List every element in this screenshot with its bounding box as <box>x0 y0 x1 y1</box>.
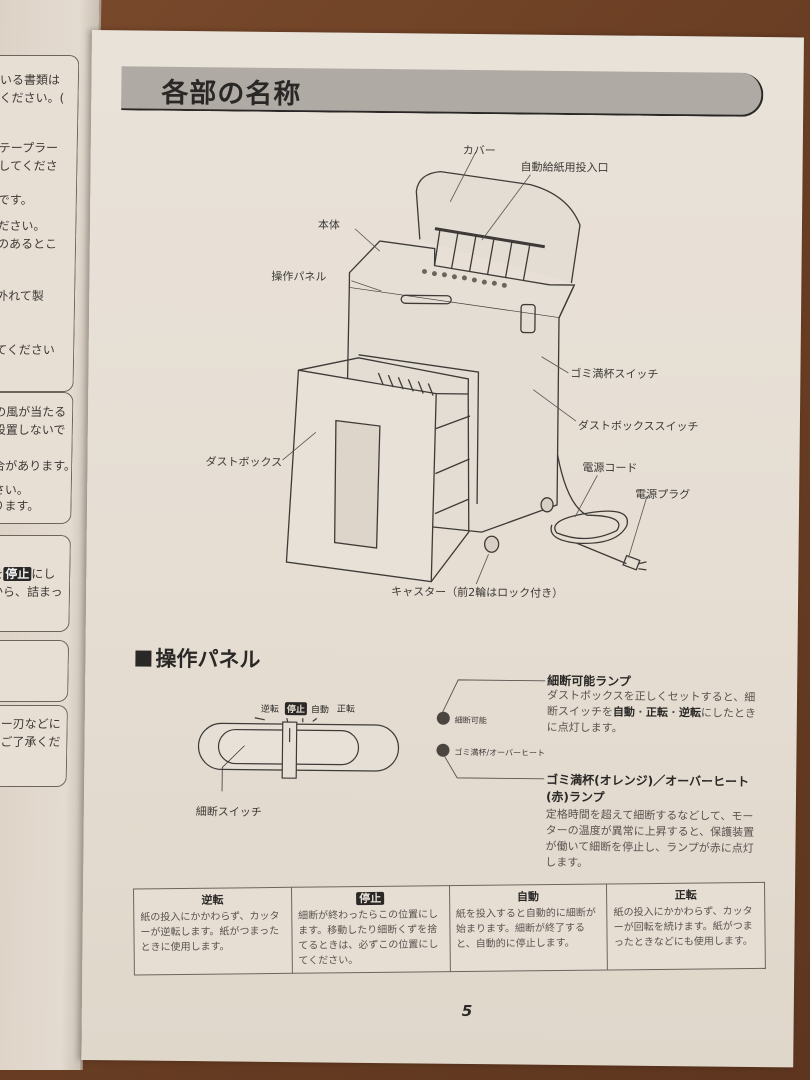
mode-body: 紙を投入すると自動的に細断が始まります。細断が終了すると、自動的に停止します。 <box>455 907 596 951</box>
label-shred-switch: 細断スイッチ <box>195 805 262 819</box>
label-casters: キャスター（前2輪はロック付き） <box>391 585 564 600</box>
label-bin-full-switch: ゴミ満杯スイッチ <box>570 367 659 381</box>
left-fragment: 外れて製 <box>0 289 44 303</box>
lamp-description-bin-full-overheat: 定格時間を超えて細断するなどして、モーターの温度が異常に上昇すると、保護装置が働… <box>545 807 755 870</box>
bin-full-overheat-lamp-icon <box>436 743 450 757</box>
left-fragment: から、詰まっ <box>0 585 63 599</box>
manual-page: 各部の名称 <box>81 30 804 1068</box>
left-fragment: を停止にし <box>0 567 56 581</box>
left-fragment: 設置しないで <box>0 423 66 437</box>
lamp-label-bin-full-overheat: ゴミ満杯/オーバーヒート <box>454 747 546 758</box>
left-fragment: いる書類は <box>0 73 61 87</box>
mode-cell-auto: 自動 紙を投入すると自動的に細断が始まります。細断が終了すると、自動的に停止しま… <box>449 884 608 972</box>
label-power-cord: 電源コード <box>582 461 638 475</box>
left-fragment: てください <box>0 343 55 357</box>
left-fragment: さい。 <box>0 483 29 497</box>
label-power-plug: 電源プラグ <box>635 487 691 502</box>
left-fragment: ください。( <box>0 91 65 105</box>
label-cover: カバー <box>462 143 496 158</box>
shred-ready-lamp-icon <box>436 711 450 725</box>
label-dust-box-switch: ダストボックススイッチ <box>577 419 699 434</box>
label-dust-box: ダストボックス <box>205 455 283 470</box>
lamp-description-shred-ready: ダストボックスを正しくセットすると、細断スイッチを自動・正転・逆転にしたときに点… <box>546 688 756 735</box>
mode-body: 紙の投入にかかわらず、カッターが逆転します。紙がつまったときに使用します。 <box>140 910 280 954</box>
label-control-panel: 操作パネル <box>271 269 327 284</box>
left-fragment: してくださ <box>0 159 58 173</box>
shredder-diagram <box>282 151 648 585</box>
shred-switch-diagram <box>197 717 400 792</box>
left-fragment: のあるとこ <box>0 237 58 251</box>
left-fragment: 合があります。 <box>0 459 77 473</box>
lamp-title-bin-full-overheat: ゴミ満杯(オレンジ)／オーバーヒート(赤)ランプ <box>545 772 750 805</box>
mode-cell-stop: 停止 細断が終わったらこの位置にします。移動したり細断くずを捨てるときは、必ずこ… <box>291 885 450 974</box>
square-bullet-icon <box>135 650 152 667</box>
label-body: 本体 <box>317 218 341 232</box>
label-auto-feed-slot: 自動給紙用投入口 <box>520 160 609 175</box>
table-row: 逆転 紙の投入にかかわらず、カッターが逆転します。紙がつまったときに使用します。… <box>133 882 766 975</box>
stop-tag: 停止 <box>3 567 32 581</box>
left-fragment: です。 <box>0 193 33 207</box>
left-fragment: ります。 <box>0 499 40 513</box>
mode-body: 細断が終わったらこの位置にします。移動したり細断くずを捨てるときは、必ずこの位置… <box>298 909 439 967</box>
mode-heading: 正転 <box>674 888 697 902</box>
switch-modes-table: 逆転 紙の投入にかかわらず、カッターが逆転します。紙がつまったときに使用します。… <box>133 881 766 976</box>
lamp-label-shred-ready: 細断可能 <box>454 715 487 726</box>
mode-cell-forward: 正転 紙の投入にかかわらず、カッターが回転を続けます。紙がつまったときなどにも使… <box>606 882 766 971</box>
left-notice-box <box>0 640 70 702</box>
left-fragment: テープラー <box>0 141 59 155</box>
mode-heading: 自動 <box>516 890 540 904</box>
mode-heading: 逆転 <box>201 893 224 907</box>
mode-heading: 停止 <box>298 890 443 907</box>
left-fragment: めご了承くだ <box>0 735 61 749</box>
mode-cell-reverse: 逆転 紙の投入にかかわらず、カッターが逆転します。紙がつまったときに使用します。 <box>133 887 293 975</box>
left-fragment: ター刃などに <box>0 717 61 731</box>
page-number: 5 <box>461 1001 473 1021</box>
left-fragment: ださい。 <box>0 219 46 233</box>
left-fragment: の風が当たる <box>0 405 67 419</box>
lamp-leaders <box>439 679 546 780</box>
mode-body: 紙の投入にかかわらず、カッターが回転を続けます。紙がつまったときなどにも使用しま… <box>613 905 753 949</box>
section-heading-control-panel: 操作パネル <box>135 642 261 673</box>
